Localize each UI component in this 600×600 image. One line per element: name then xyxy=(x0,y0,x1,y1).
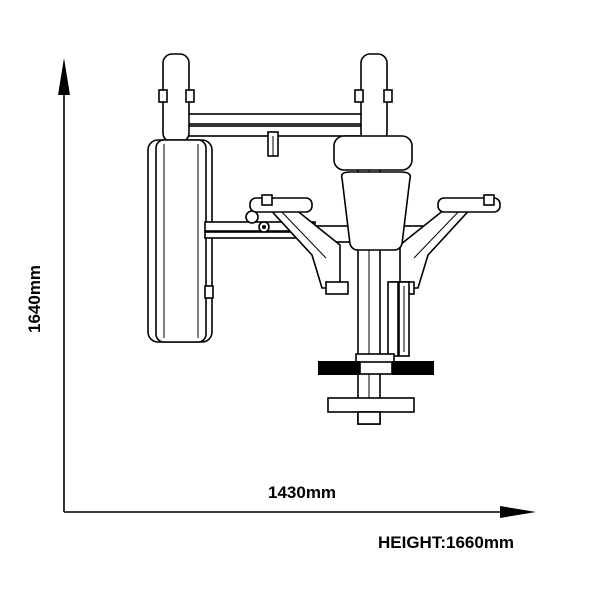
right-arrow-icon xyxy=(500,506,536,518)
up-arrow-icon xyxy=(58,58,70,95)
left-press-arm xyxy=(249,194,349,295)
right-press-arm xyxy=(391,194,501,295)
dimension-axes xyxy=(58,58,536,518)
height-dimension-label: HEIGHT:1660mm xyxy=(378,533,515,552)
depth-dimension-label: 1640mm xyxy=(25,264,44,333)
width-dimension-label: 1430mm xyxy=(268,483,337,502)
left-knurled-grip xyxy=(318,361,360,375)
right-knurled-grip xyxy=(392,361,434,375)
right-upright xyxy=(354,53,393,143)
adjustment-rods xyxy=(387,281,410,357)
left-upright xyxy=(158,53,195,143)
weight-plate-stack xyxy=(147,139,214,343)
back-pad xyxy=(333,135,413,171)
foot-bar xyxy=(318,353,434,375)
front-base xyxy=(327,397,415,425)
seat-pad xyxy=(340,171,412,251)
